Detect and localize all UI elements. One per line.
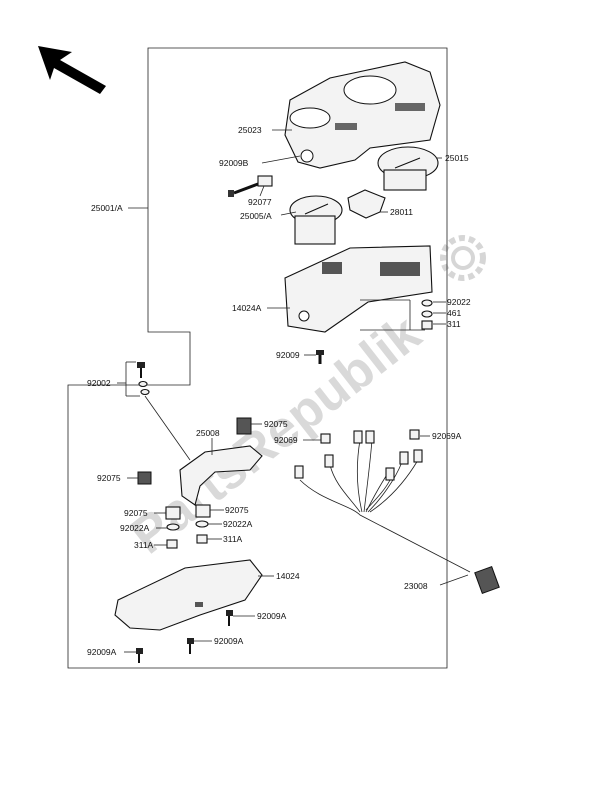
leader-lines [117,129,469,653]
label-92075-upper: 92075 [264,419,288,429]
label-14024A: 14024A [232,303,262,313]
label-92009A-center: 92009A [214,636,244,646]
label-311: 311 [447,319,461,329]
label-25001A: 25001/A [91,203,123,213]
washer-stack [421,299,433,330]
label-92069: 92069 [274,435,298,445]
label-23008: 23008 [404,581,428,591]
label-311A-right: 311A [223,534,243,544]
assembly-border [67,47,448,669]
label-25008: 25008 [196,428,220,438]
cushion-92075-mid-left [165,506,181,520]
label-92009: 92009 [276,350,300,360]
label-92069A: 92069A [432,431,462,441]
label-92009B: 92009B [219,158,249,168]
gear-icon [440,235,486,281]
label-25005A: 25005/A [240,211,272,221]
bracket-25008 [179,445,263,506]
cushion-92075-mid-right [195,504,211,518]
direction-arrow [38,46,106,94]
label-25015: 25015 [445,153,469,163]
screw-92002 [137,362,150,396]
bulb-92069 [320,433,331,444]
label-92077: 92077 [248,197,272,207]
screw-92009A-center [187,638,194,654]
label-92022A-left: 92022A [120,523,150,533]
washers-92022A-311A [166,520,209,549]
grommet-92077 [257,175,273,187]
meter-cover-14024 [114,559,263,631]
label-92075-mid-right: 92075 [225,505,249,515]
label-92009A-right: 92009A [257,611,287,621]
label-25023: 25023 [238,125,262,135]
meter-housing-25023 [284,61,441,169]
cushion-92075-upper [236,417,252,435]
screw-92009A-left [136,648,143,663]
screw-92009 [316,350,324,364]
label-92022: 92022 [447,297,471,307]
wiring-harness-23008 [294,430,500,595]
screw-92009A-right [226,610,233,626]
meter-case-14024A [284,245,433,333]
bulb-92069A [409,429,420,440]
label-28011: 28011 [390,207,413,217]
label-311A-left: 311A [134,540,154,550]
part-labels: 25023 92009B 25015 92077 25005/A 28011 2… [87,125,471,657]
bracket-28011 [347,189,386,219]
label-92002: 92002 [87,378,111,388]
label-92009A-left: 92009A [87,647,117,657]
label-461: 461 [447,308,461,318]
screw-92009B [228,182,259,197]
cushion-92075-left [137,471,152,485]
label-92075-left: 92075 [97,473,121,483]
label-92075-mid-left: 92075 [124,508,148,518]
label-14024: 14024 [276,571,300,581]
label-92022A-right: 92022A [223,519,253,529]
speedometer-25005A [289,195,343,245]
tachometer-25015 [377,146,439,191]
